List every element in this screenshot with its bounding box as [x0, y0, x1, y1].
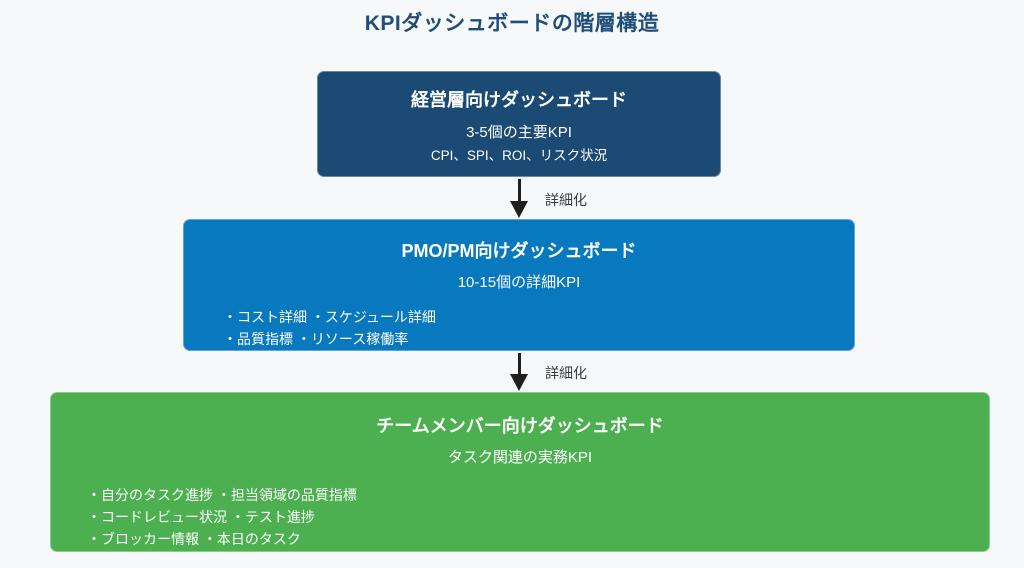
pmo-pm-dashboard-box: PMO/PM向けダッシュボード 10-15個の詳細KPI ・コスト詳細 ・スケジ… [183, 219, 855, 351]
arrow-executive-to-pmo [510, 179, 528, 218]
team-member-box-subtitle: タスク関連の実務KPI [447, 449, 593, 466]
arrow-pmo-to-team [510, 353, 528, 391]
bullet-line: ・コスト詳細 ・スケジュール詳細 [223, 309, 436, 325]
executive-box-title: 経営層向けダッシュボード [411, 90, 627, 110]
bullet-line: ・コードレビュー状況 ・テスト進捗 [87, 509, 315, 525]
pmo-pm-bullet-list: ・コスト詳細 ・スケジュール詳細 ・品質指標 ・リソース稼働率 [184, 306, 854, 350]
arrow-down-icon [510, 201, 528, 218]
page-title: KPIダッシュボードの階層構造 [364, 12, 660, 35]
team-member-dashboard-box: チームメンバー向けダッシュボード タスク関連の実務KPI ・自分のタスク進捗 ・… [50, 392, 990, 552]
arrow-down-icon [510, 374, 528, 391]
executive-dashboard-box: 経営層向けダッシュボード 3-5個の主要KPI CPI、SPI、ROI、リスク状… [317, 71, 721, 177]
executive-box-detail: CPI、SPI、ROI、リスク状況 [430, 148, 608, 163]
team-member-box-title: チームメンバー向けダッシュボード [376, 416, 664, 436]
arrow-label-refinement-1: 詳細化 [545, 192, 587, 208]
bullet-line: ・ブロッカー情報 ・本日のタスク [87, 531, 301, 547]
pmo-pm-box-title: PMO/PM向けダッシュボード [401, 241, 637, 261]
arrow-label-refinement-2: 詳細化 [545, 365, 587, 381]
pmo-pm-box-subtitle: 10-15個の詳細KPI [457, 274, 581, 291]
team-member-bullet-list: ・自分のタスク進捗 ・担当領域の品質指標 ・コードレビュー状況 ・テスト進捗 ・… [51, 484, 989, 550]
executive-box-subtitle: 3-5個の主要KPI [466, 124, 572, 141]
bullet-line: ・自分のタスク進捗 ・担当領域の品質指標 [87, 487, 357, 503]
bullet-line: ・品質指標 ・リソース稼働率 [223, 331, 409, 347]
arrow-line [517, 179, 521, 201]
arrow-line [517, 353, 521, 374]
